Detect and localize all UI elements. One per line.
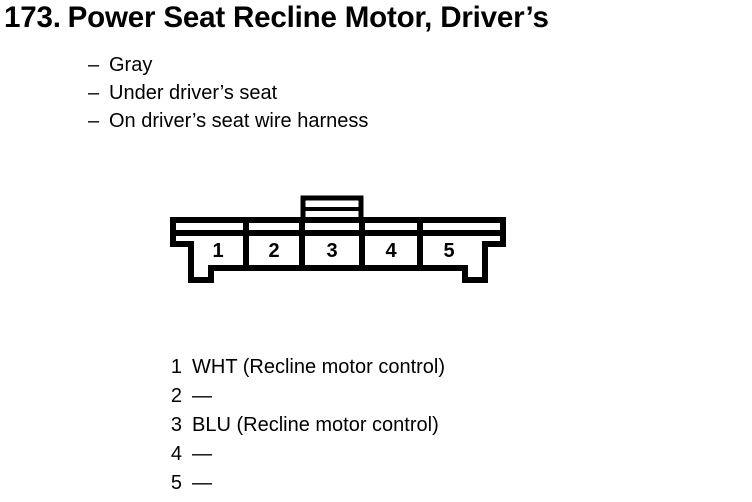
legend-pin-description: — [192, 472, 212, 494]
legend-row: 3 BLU (Recline motor control) [160, 411, 600, 440]
legend-pin-number: 3 [170, 414, 182, 436]
cavity-label-1: 1 [212, 240, 223, 262]
dash-icon: – [88, 82, 100, 104]
cavity-label-3: 3 [326, 240, 337, 262]
list-item-label: Gray [109, 54, 153, 76]
page-title-text: Power Seat Recline Motor, Driver’s [67, 1, 549, 34]
dash-icon: – [88, 54, 100, 76]
description-list: – Gray – Under driver’s seat – On driver… [88, 51, 608, 135]
legend-pin-description: — [192, 443, 212, 465]
list-item-label: On driver’s seat wire harness [109, 110, 369, 132]
legend-pin-description: — [192, 385, 212, 407]
legend-pin-number: 1 [170, 356, 182, 378]
legend-pin-number: 4 [170, 443, 182, 465]
cavity-label-2: 2 [268, 240, 279, 262]
legend-pin-number: 2 [170, 385, 182, 407]
connector-diagram: 1 2 3 4 5 [168, 192, 508, 304]
legend-row: 1 WHT (Recline motor control) [160, 353, 600, 382]
legend-row: 4 — [160, 440, 600, 469]
dash-icon: – [88, 110, 100, 132]
page-title: 173.Power Seat Recline Motor, Driver’s [4, 1, 737, 35]
legend-pin-description: WHT (Recline motor control) [192, 356, 446, 378]
list-item: – Under driver’s seat [88, 79, 608, 107]
pin-legend: 1 WHT (Recline motor control) 2 — 3 BLU … [160, 353, 600, 498]
legend-pin-number: 5 [170, 472, 182, 494]
connector-latch-tab [300, 195, 364, 223]
legend-row: 5 — [160, 469, 600, 498]
legend-pin-description: BLU (Recline motor control) [192, 414, 439, 436]
connector-svg: 1 2 3 4 5 [170, 195, 506, 283]
list-item: – Gray [88, 51, 608, 79]
page-title-number: 173. [4, 1, 61, 34]
cavity-label-4: 4 [385, 240, 397, 262]
list-item-label: Under driver’s seat [109, 82, 278, 104]
cavity-label-5: 5 [443, 240, 454, 262]
list-item: – On driver’s seat wire harness [88, 107, 608, 135]
legend-row: 2 — [160, 382, 600, 411]
